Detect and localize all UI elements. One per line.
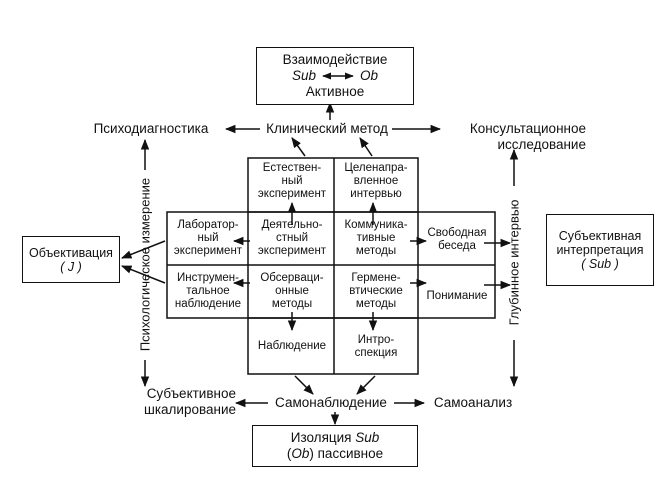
deep-interview-label: Глубинное интервью [506,199,522,326]
psychodiagnostics-label: Психодиагностика [93,121,209,136]
consultation-label: Консультационное исследование [469,121,586,152]
isolation-box: Изоляция Sub (Ob) пассивное [252,425,418,467]
self-analysis-label: Самоанализ [433,395,513,410]
objectification-j: ( J ) [60,259,82,274]
interaction-title: Взаимодействие [282,52,388,67]
cell-activity-experiment: Деятельно- стный эксперимент [257,219,327,257]
cell-free-conversation: Свободная беседа [427,227,487,252]
cell-hermeneutic-methods: Герменe- втические методы [349,272,403,310]
cell-understanding: Понимание [426,290,488,302]
cell-lab-experiment: Лаборатор- ный эксперимент [173,219,243,257]
interpretation-line1: Субъективная [558,229,642,243]
cell-natural-experiment: Естествен- ный эксперимент [257,162,327,200]
cell-observational-methods: Обсервaци- онные методы [260,272,324,310]
interpretation-sub: ( Sub ) [581,257,619,271]
sub-ob-relation: Sub Ob [292,68,378,84]
ob-label: Ob [360,68,379,83]
isolation-line2: (Ob) пассивное [286,446,384,461]
objectification-title: Объективация [29,245,113,260]
objectification-box: Объективация ( J ) [22,236,120,283]
active-label: Активное [305,84,365,99]
bidirectional-arrow-icon [322,72,354,80]
interpretation-line2: интерпретация [556,243,644,257]
subjective-interpretation-box: Субъективная интерпретация ( Sub ) [546,214,654,286]
sub-label: Sub [291,68,316,83]
clinical-method-label: Клинический метод [266,121,388,136]
isolation-line1: Изоляция Sub [290,430,380,445]
grid-center-frame [247,157,419,375]
cell-observation: Наблюдение [257,340,327,352]
psych-measurement-label: Психологическое измерение [137,177,153,352]
cell-communicative-methods: Коммуника- тивные методы [344,219,408,257]
cell-targeted-interview: Целенапра- вленное интервью [344,162,408,200]
subjective-scaling-label: Субъективное шкалирование [143,386,236,417]
cell-introspection: Интро- спекция [354,334,398,359]
self-observation-label: Самонаблюдение [275,395,387,410]
cell-instrumental-observation: Инструмен- тальное наблюдение [174,272,242,310]
interaction-box: Взаимодействие Sub Ob Активное [256,47,414,105]
